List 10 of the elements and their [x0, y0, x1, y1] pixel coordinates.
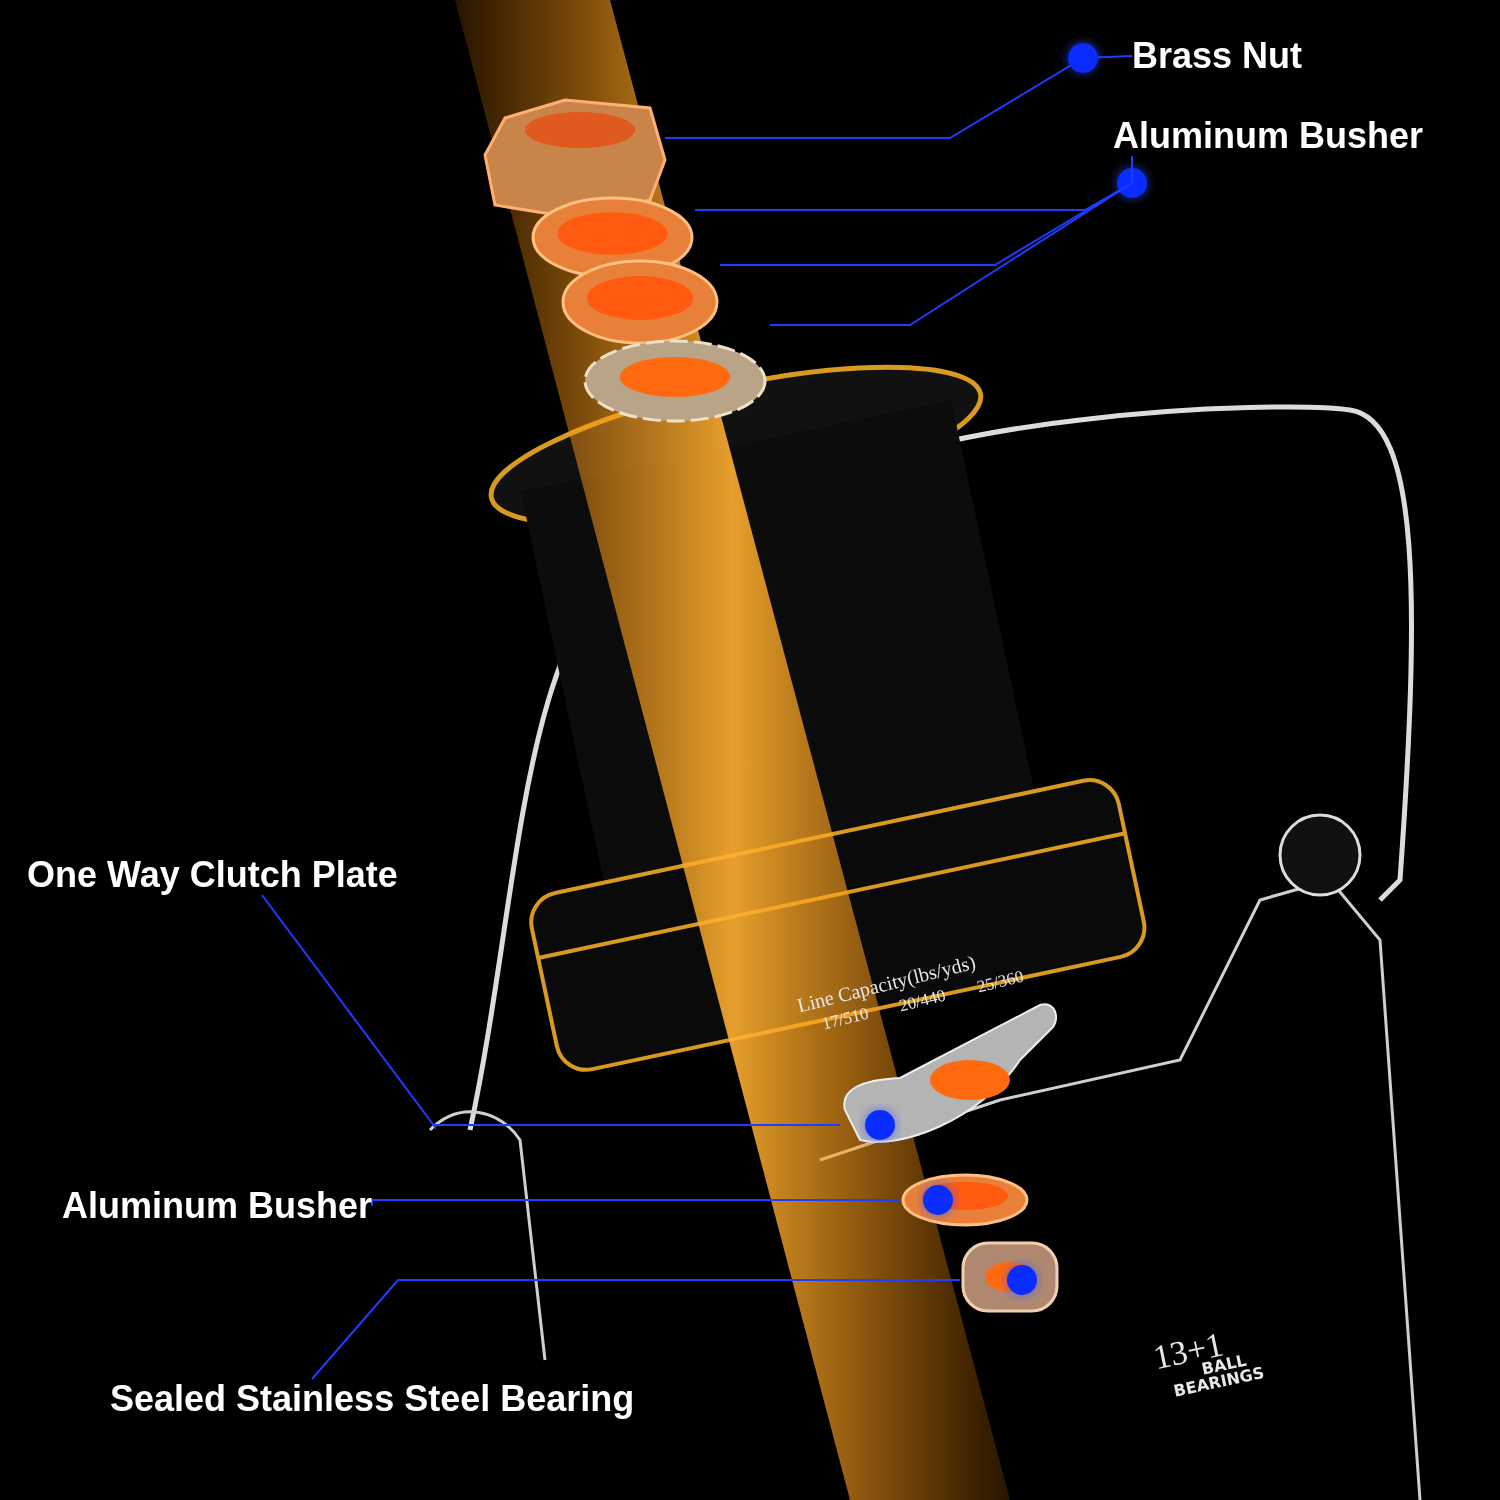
part-label: Aluminum Busher — [1113, 116, 1424, 156]
part-label: Aluminum Busher — [62, 1186, 373, 1226]
leader-line — [371, 1199, 901, 1207]
part-label: Brass Nut — [1132, 36, 1303, 76]
leader-line — [261, 894, 841, 1130]
part-label: One Way Clutch Plate — [27, 855, 398, 895]
part-label: Sealed Stainless Steel Bearing — [110, 1379, 635, 1419]
leader-line — [664, 55, 1133, 139]
capacity-value: 25/360 — [975, 966, 1026, 998]
leader-line — [311, 1279, 961, 1380]
